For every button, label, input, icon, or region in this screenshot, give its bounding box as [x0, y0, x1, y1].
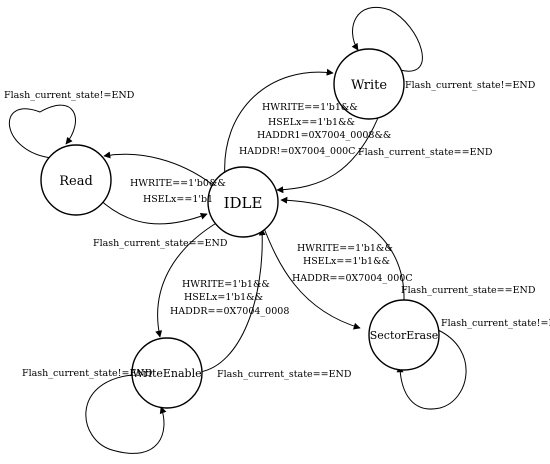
label-idle-to-sector-erase-1: HWRITE==1'b1&& [297, 243, 393, 254]
label-write-enable-self: Flash_current_state!=END [22, 368, 153, 379]
label-write-to-idle: Flash_current_state==END [358, 147, 493, 158]
label-idle-to-write-3: HADDR1=0X7004_0008&& [257, 130, 391, 141]
label-idle-to-write-4: HADDR!=0X7004_000C [239, 146, 355, 157]
state-idle-circle [207, 166, 279, 238]
edge-write-enable-self-loop [85, 374, 167, 454]
state-read-circle [40, 144, 112, 216]
state-write-enable-circle [131, 337, 203, 409]
edge-idle-to-write-enable [155, 221, 219, 338]
state-write-label: Write [351, 78, 387, 93]
label-write-self: Flash_current_state!=END [405, 80, 536, 91]
edge-read-to-idle [97, 197, 208, 225]
label-sector-erase-self: Flash_current_state!=END [441, 318, 550, 329]
label-idle-to-write-enable-3: HADDR==0X7004_0008 [170, 306, 289, 317]
edge-sector-erase-self-loop [396, 329, 467, 410]
label-read-to-idle: Flash_current_state==END [93, 238, 228, 249]
state-sector-erase-circle [368, 299, 440, 371]
state-idle-label: IDLE [224, 194, 263, 212]
label-idle-to-read-1: HWRITE==1'b0&& [130, 178, 226, 189]
label-idle-to-write-2: HSELx==1'b1&& [268, 117, 355, 128]
label-idle-to-sector-erase-3: HADDR==0X7004_000C [292, 273, 413, 284]
edge-idle-to-write [224, 68, 334, 179]
label-read-self: Flash_current_state!=END [4, 90, 135, 101]
edge-read-self-loop [8, 104, 76, 159]
edge-idle-to-sector-erase [261, 222, 361, 330]
label-sector-erase-to-idle: Flash_current_state==END [401, 285, 536, 296]
state-sector-erase-label: SectorErase [370, 329, 439, 342]
label-idle-to-write-enable-2: HSELx=1'b1&& [184, 292, 263, 303]
label-idle-to-sector-erase-2: HSELx==1'b1&& [303, 256, 390, 267]
state-write-enable-label: WriteEnable [132, 367, 201, 380]
edge-write-self-loop [351, 7, 423, 72]
state-write-circle [333, 48, 405, 120]
edge-sector-erase-to-idle [280, 196, 405, 301]
edge-write-to-idle [276, 112, 381, 194]
edge-write-enable-to-idle [199, 228, 266, 373]
label-idle-to-read-2: HSELx==1'b1 [143, 194, 213, 205]
edge-idle-to-read [103, 151, 214, 186]
label-write-enable-to-idle: Flash_current_state==END [217, 369, 352, 380]
state-read-label: Read [59, 174, 93, 189]
label-idle-to-write-enable-1: HWRITE=1'b1&& [182, 279, 270, 290]
label-idle-to-write-1: HWRITE==1'b1&& [262, 102, 358, 113]
